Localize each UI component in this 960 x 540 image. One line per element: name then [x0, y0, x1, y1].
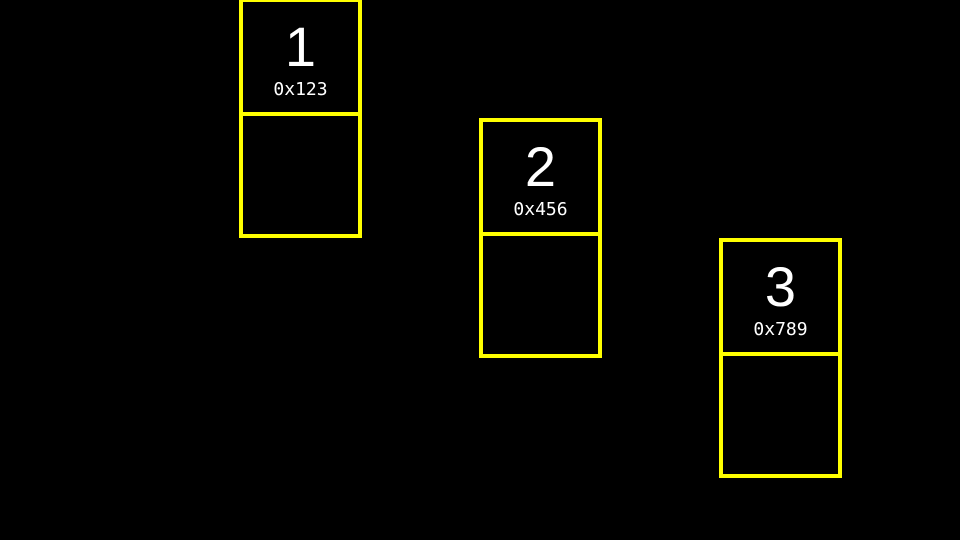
node-2-data-cell: 2 0x456 — [483, 122, 598, 236]
node-3-data-cell: 3 0x789 — [723, 242, 838, 356]
node-1-address: 0x123 — [273, 79, 328, 100]
node-1-value: 1 — [284, 15, 317, 78]
linked-list-node-1: 1 0x123 — [239, 0, 362, 238]
node-2-pointer-cell — [483, 236, 598, 354]
linked-list-node-3: 3 0x789 — [719, 238, 842, 478]
node-1-pointer-cell — [243, 116, 358, 234]
node-3-pointer-cell — [723, 356, 838, 474]
node-1-data-cell: 1 0x123 — [243, 2, 358, 116]
node-3-address: 0x789 — [753, 319, 808, 340]
node-2-value: 2 — [524, 135, 557, 198]
node-3-value: 3 — [764, 255, 797, 318]
linked-list-node-2: 2 0x456 — [479, 118, 602, 358]
node-2-address: 0x456 — [513, 199, 568, 220]
